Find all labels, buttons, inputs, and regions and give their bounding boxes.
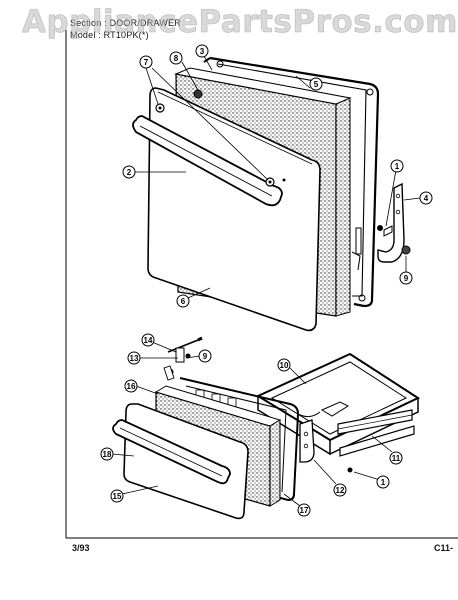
section-title: Section : DOOR/DRAWER [70, 18, 181, 28]
callout-7: 7 [139, 55, 153, 69]
callout-12: 12 [333, 483, 347, 497]
callout-1-upper: 1 [390, 159, 404, 173]
callout-9-lower: 9 [198, 349, 212, 363]
callout-13-label: 13 [130, 354, 139, 363]
callout-16-label: 16 [127, 382, 136, 391]
callout-1-lower: 1 [376, 475, 390, 489]
callout-1-lower-label: 1 [381, 478, 386, 487]
callout-16: 16 [124, 379, 138, 393]
callout-17: 17 [297, 503, 311, 517]
callout-7-label: 7 [144, 58, 149, 67]
callout-6-label: 6 [181, 297, 186, 306]
callout-18-label: 18 [103, 450, 112, 459]
callout-15-label: 15 [113, 492, 122, 501]
callout-10: 10 [277, 358, 291, 372]
callout-13: 13 [127, 351, 141, 365]
drawer-handle-part-18 [112, 419, 231, 485]
callout-3-label: 3 [200, 47, 205, 56]
callout-4: 4 [419, 191, 433, 205]
callout-11: 11 [389, 451, 403, 465]
footer-date: 3/93 [72, 543, 90, 553]
callout-12-label: 12 [336, 486, 345, 495]
callout-15: 15 [110, 489, 124, 503]
callout-2: 2 [122, 165, 136, 179]
watermark-text: AppliancePartsPros.com [22, 4, 458, 41]
callout-3: 3 [195, 44, 209, 58]
callout-18: 18 [100, 447, 114, 461]
hinge-bracket-part-4 [377, 182, 411, 263]
footer-page-code: C11- [434, 543, 454, 553]
callout-8-label: 8 [174, 54, 179, 63]
door-frame-part-5 [203, 56, 380, 308]
drawer-rail-part-11 [337, 409, 415, 457]
callout-9-upper: 9 [399, 271, 413, 285]
callout-1-upper-label: 1 [395, 162, 400, 171]
callout-5: 5 [309, 77, 323, 91]
drawer-hardware [163, 336, 203, 381]
model-title: Model : RT10PK(*) [70, 30, 149, 40]
door-handle-part-2 [132, 115, 283, 207]
callout-10-label: 10 [280, 361, 289, 370]
callout-9-lower-label: 9 [203, 352, 208, 361]
leader-lines [111, 55, 421, 507]
callout-8: 8 [169, 51, 183, 65]
callout-17-label: 17 [300, 506, 309, 515]
callout-2-label: 2 [127, 168, 132, 177]
callout-4-label: 4 [424, 194, 429, 203]
callout-6: 6 [176, 294, 190, 308]
drawer-bracket-part-12 [299, 419, 353, 473]
callout-14: 14 [141, 333, 155, 347]
callout-14-label: 14 [144, 336, 153, 345]
callout-5-label: 5 [314, 80, 319, 89]
callout-11-label: 11 [392, 454, 401, 463]
callout-9-upper-label: 9 [404, 274, 409, 283]
